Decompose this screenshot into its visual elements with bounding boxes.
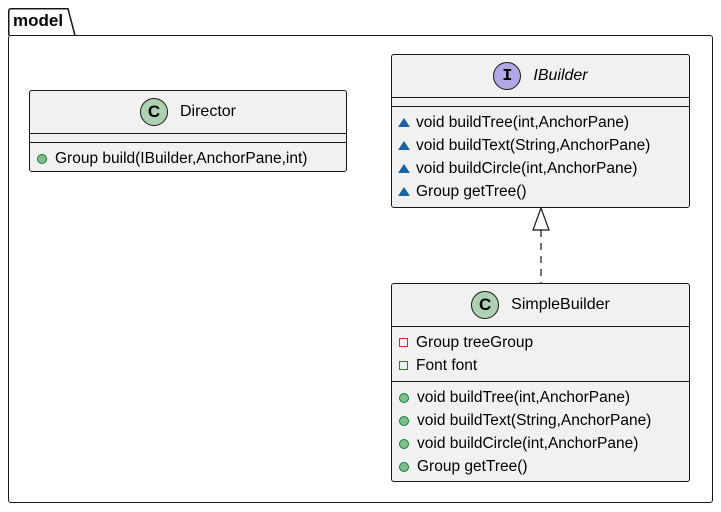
class-header: C SimpleBuilder <box>392 284 689 326</box>
public-visibility-icon <box>399 461 409 472</box>
public-visibility-icon <box>399 438 409 449</box>
method-row: void buildText(String,AnchorPane) <box>398 409 689 432</box>
class-stereotype-icon: C <box>139 98 168 126</box>
class-name: IBuilder <box>533 67 588 84</box>
method-signature: Group getTree() <box>416 182 527 200</box>
private-visibility-icon <box>399 361 408 370</box>
realization-arrow <box>532 206 550 284</box>
public-visibility-icon <box>37 153 47 164</box>
private-visibility-icon <box>399 338 408 347</box>
method-row: void buildCircle(int,AnchorPane) <box>398 157 689 180</box>
package-visibility-icon <box>398 118 410 127</box>
package-name: model <box>13 11 64 30</box>
compartment-divider <box>392 326 689 327</box>
field-declaration: Font font <box>416 356 478 374</box>
method-row: void buildCircle(int,AnchorPane) <box>398 432 689 455</box>
method-signature: Group build(IBuilder,AnchorPane,int) <box>55 149 308 167</box>
method-signature: void buildCircle(int,AnchorPane) <box>416 159 638 177</box>
fields-compartment <box>392 98 689 106</box>
compartment-divider <box>392 106 689 107</box>
method-signature: void buildText(String,AnchorPane) <box>416 136 651 154</box>
method-row: void buildTree(int,AnchorPane) <box>398 111 689 134</box>
method-row: Group getTree() <box>398 180 689 203</box>
interface-ibuilder[interactable]: I IBuilder void buildTree(int,AnchorPane… <box>391 54 690 208</box>
field-row: Font font <box>398 354 689 377</box>
package-visibility-icon <box>398 141 410 150</box>
method-row: void buildText(String,AnchorPane) <box>398 134 689 157</box>
class-name: Director <box>179 103 236 120</box>
package-tab <box>8 8 76 36</box>
methods-compartment: void buildTree(int,AnchorPane) void buil… <box>392 107 689 207</box>
interface-stereotype-icon: I <box>493 62 522 90</box>
compartment-divider <box>392 381 689 382</box>
class-stereotype-icon: C <box>471 291 500 319</box>
method-row: Group build(IBuilder,AnchorPane,int) <box>36 147 346 170</box>
public-visibility-icon <box>399 392 409 403</box>
method-signature: Group getTree() <box>417 457 528 475</box>
compartment-divider <box>30 133 346 134</box>
method-row: Group getTree() <box>398 455 689 478</box>
field-row: Group treeGroup <box>398 331 689 354</box>
method-signature: void buildTree(int,AnchorPane) <box>416 113 630 131</box>
public-visibility-icon <box>399 415 409 426</box>
methods-compartment: void buildTree(int,AnchorPane) void buil… <box>392 382 689 482</box>
package-visibility-icon <box>398 164 410 173</box>
method-signature: void buildTree(int,AnchorPane) <box>417 388 631 406</box>
package-visibility-icon <box>398 187 410 196</box>
class-director[interactable]: C Director Group build(IBuilder,AnchorPa… <box>29 90 347 172</box>
class-simplebuilder[interactable]: C SimpleBuilder Group treeGroup Font fon… <box>391 283 690 482</box>
fields-compartment <box>30 134 346 142</box>
fields-compartment: Group treeGroup Font font <box>392 327 689 381</box>
compartment-divider <box>30 142 346 143</box>
package-frame <box>8 35 713 503</box>
method-signature: void buildText(String,AnchorPane) <box>417 411 652 429</box>
compartment-divider <box>392 97 689 98</box>
class-name: SimpleBuilder <box>511 296 610 313</box>
field-declaration: Group treeGroup <box>416 333 534 351</box>
class-header: C Director <box>30 91 346 133</box>
method-signature: void buildCircle(int,AnchorPane) <box>417 434 639 452</box>
method-row: void buildTree(int,AnchorPane) <box>398 386 689 409</box>
methods-compartment: Group build(IBuilder,AnchorPane,int) <box>30 143 346 174</box>
class-header: I IBuilder <box>392 55 689 97</box>
